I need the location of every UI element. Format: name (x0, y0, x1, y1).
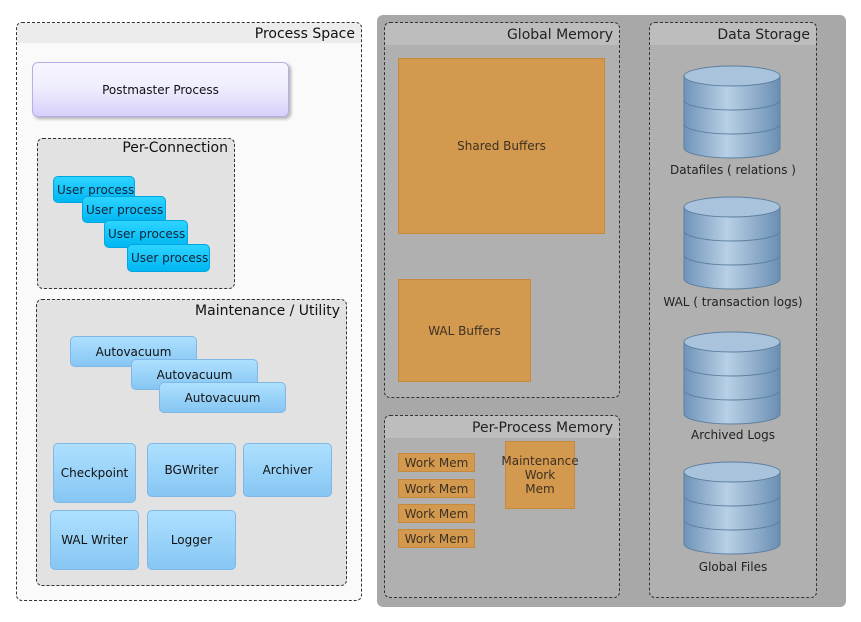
autovacuum-label: Autovacuum (156, 367, 233, 382)
user-process-label: User process (57, 182, 135, 197)
postmaster-process-box[interactable]: Postmaster Process (32, 62, 289, 117)
global-memory-titlebar (385, 23, 619, 45)
maintenance-work-mem-line: Maintenance (501, 454, 579, 468)
archived-logs-caption: Archived Logs (690, 428, 776, 442)
work-mem-label: Work Mem (404, 481, 469, 496)
user-process-box[interactable]: User process (104, 220, 188, 248)
database-cylinder-svg (683, 461, 781, 555)
wal-caption: WAL ( transaction logs) (663, 295, 803, 309)
wal-writer-box[interactable]: WAL Writer (50, 510, 139, 570)
user-process-label: User process (131, 251, 209, 265)
bgwriter-label: BGWriter (164, 463, 219, 477)
autovacuum-label: Autovacuum (95, 344, 172, 359)
archiver-label: Archiver (262, 463, 313, 477)
database-cylinder-svg (683, 196, 781, 290)
autovacuum-label: Autovacuum (184, 390, 261, 405)
wal-writer-label: WAL Writer (61, 533, 128, 547)
postmaster-process-label: Postmaster Process (102, 82, 219, 97)
process-space-titlebar (17, 23, 361, 43)
database-cylinder-svg (683, 65, 781, 159)
work-mem-box[interactable]: Work Mem (398, 529, 475, 548)
logger-box[interactable]: Logger (147, 510, 236, 570)
maintenance-work-mem-box[interactable]: Maintenance Work Mem (501, 441, 579, 509)
global-memory-title: Global Memory (506, 27, 613, 43)
archived-logs-database-icon (682, 330, 782, 426)
maintenance-utility-title: Maintenance / Utility (195, 303, 340, 319)
user-process-box[interactable]: User process (82, 196, 166, 223)
datafiles-database-icon (682, 64, 782, 160)
data-storage-titlebar (650, 23, 816, 45)
work-mem-box[interactable]: Work Mem (398, 479, 475, 498)
per-process-memory-title: Per-Process Memory (472, 420, 613, 436)
wal-buffers-box[interactable]: WAL Buffers (398, 279, 531, 382)
data-storage-title: Data Storage (717, 27, 810, 43)
user-process-label: User process (108, 227, 186, 241)
logger-label: Logger (170, 533, 213, 547)
work-mem-label: Work Mem (404, 506, 469, 521)
maintenance-work-mem-line: Mem (525, 482, 555, 496)
process-space-title: Process Space (254, 26, 355, 42)
autovacuum-box[interactable]: Autovacuum (159, 382, 286, 413)
shared-buffers-label: Shared Buffers (457, 139, 546, 153)
work-mem-label: Work Mem (404, 531, 469, 546)
bgwriter-box[interactable]: BGWriter (147, 443, 236, 497)
per-process-memory-titlebar (385, 416, 619, 438)
datafiles-caption: Datafiles ( relations ) (670, 163, 796, 177)
work-mem-box[interactable]: Work Mem (398, 504, 475, 523)
wal-buffers-label: WAL Buffers (428, 323, 501, 338)
checkpoint-label: Checkpoint (60, 466, 129, 480)
shared-buffers-box[interactable]: Shared Buffers (398, 58, 605, 234)
global-files-caption: Global Files (698, 560, 768, 574)
database-cylinder-svg (683, 331, 781, 425)
maintenance-work-mem-line: Work (524, 468, 556, 482)
work-mem-box[interactable]: Work Mem (398, 453, 475, 472)
user-process-box[interactable]: User process (127, 244, 210, 272)
global-files-database-icon (682, 460, 782, 556)
work-mem-label: Work Mem (404, 455, 469, 470)
archiver-box[interactable]: Archiver (243, 443, 332, 497)
checkpoint-box[interactable]: Checkpoint (53, 443, 136, 503)
per-connection-title: Per-Connection (122, 140, 228, 156)
wal-database-icon (682, 195, 782, 291)
user-process-label: User process (86, 202, 164, 217)
